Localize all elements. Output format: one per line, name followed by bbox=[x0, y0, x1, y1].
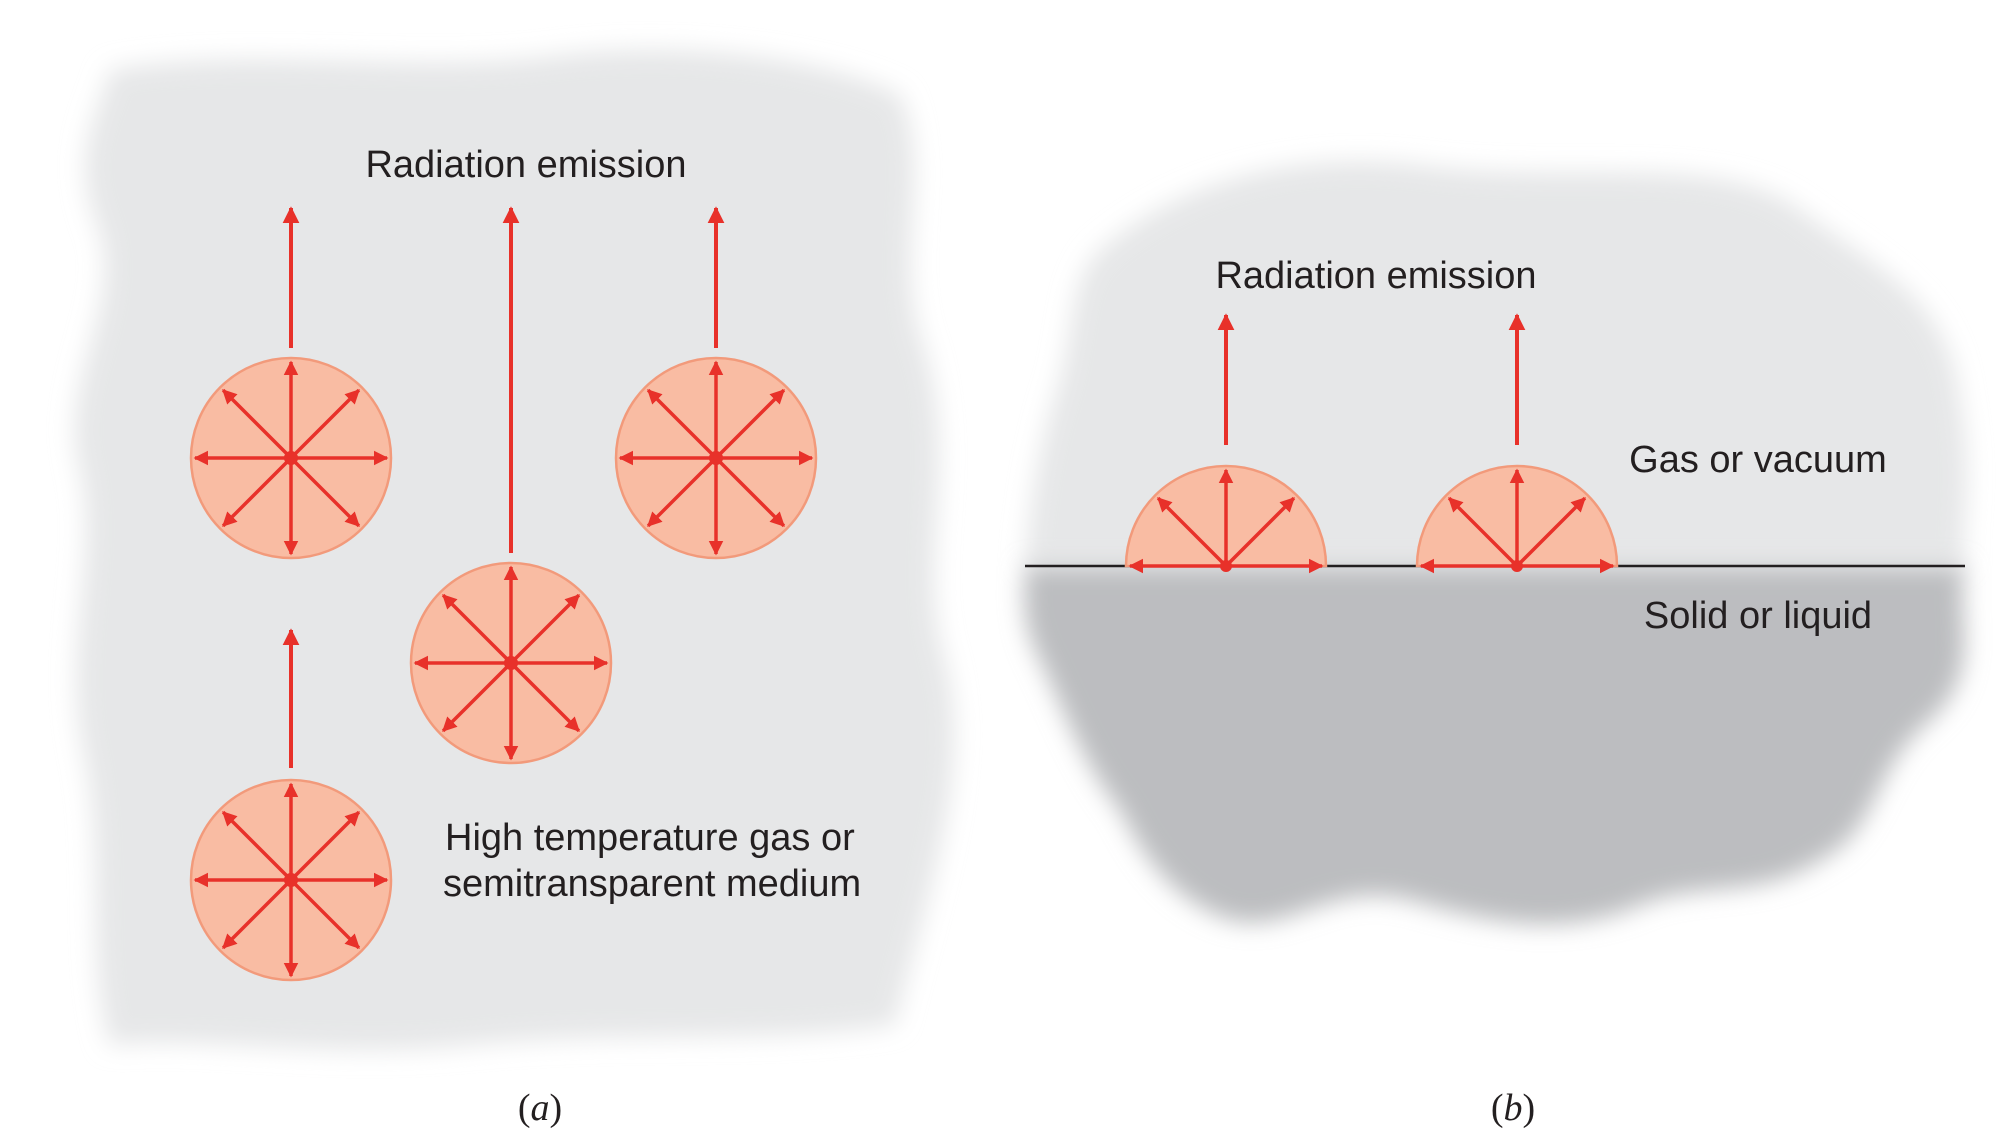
emission-direction-arrow bbox=[1447, 496, 1519, 568]
emitter-center-dot bbox=[1220, 560, 1232, 572]
emitter-group-b bbox=[1124, 313, 1619, 574]
panel-b: Radiation emission Gas or vacuum Solid o… bbox=[1024, 161, 1967, 1129]
solid-or-liquid-label: Solid or liquid bbox=[1644, 595, 1872, 637]
emission-direction-arrow bbox=[1224, 496, 1296, 568]
emitter-center-dot bbox=[284, 451, 298, 465]
emission-direction-arrow bbox=[289, 388, 361, 460]
emission-direction-arrow bbox=[509, 593, 581, 665]
panel-a-caption: (a) bbox=[518, 1087, 562, 1129]
panel-a-emission-label: Radiation emission bbox=[365, 144, 686, 186]
emission-direction-arrow bbox=[221, 878, 293, 950]
emission-direction-arrow bbox=[289, 878, 361, 950]
panel-b-emission-label: Radiation emission bbox=[1215, 255, 1536, 297]
volumetric-emitter bbox=[409, 561, 613, 765]
surface-emitter bbox=[1124, 464, 1328, 574]
panel-a-medium-label-line2: semitransparent medium bbox=[443, 863, 861, 905]
emitter-group-a bbox=[189, 206, 818, 982]
volumetric-emitter bbox=[189, 356, 393, 560]
emission-direction-arrow bbox=[289, 810, 361, 882]
emission-direction-arrow bbox=[1515, 496, 1587, 568]
emission-direction-arrow bbox=[289, 456, 361, 528]
emitter-center-dot bbox=[504, 656, 518, 670]
emission-direction-arrow bbox=[221, 456, 293, 528]
panel-b-caption: (b) bbox=[1491, 1087, 1535, 1129]
volumetric-emitter bbox=[614, 356, 818, 560]
emitter-center-dot bbox=[284, 873, 298, 887]
solid-or-liquid-region bbox=[1024, 566, 1965, 925]
emitter-center-dot bbox=[1511, 560, 1523, 572]
panel-a: Radiation emission High temperature gas … bbox=[74, 49, 955, 1129]
panel-a-medium-label-line1: High temperature gas or bbox=[445, 817, 855, 859]
gas-or-vacuum-label: Gas or vacuum bbox=[1629, 439, 1887, 481]
emission-direction-arrow bbox=[441, 593, 513, 665]
emission-direction-arrow bbox=[441, 661, 513, 733]
emission-direction-arrow bbox=[1156, 496, 1228, 568]
emission-direction-arrow bbox=[646, 388, 718, 460]
volumetric-emitter bbox=[189, 778, 393, 982]
emission-direction-arrow bbox=[714, 388, 786, 460]
emission-direction-arrow bbox=[221, 388, 293, 460]
emitter-center-dot bbox=[709, 451, 723, 465]
surface-emitter bbox=[1415, 464, 1619, 574]
emission-direction-arrow bbox=[714, 456, 786, 528]
emission-direction-arrow bbox=[221, 810, 293, 882]
gas-or-vacuum-region bbox=[1025, 161, 1967, 566]
emission-direction-arrow bbox=[509, 661, 581, 733]
emission-direction-arrow bbox=[646, 456, 718, 528]
